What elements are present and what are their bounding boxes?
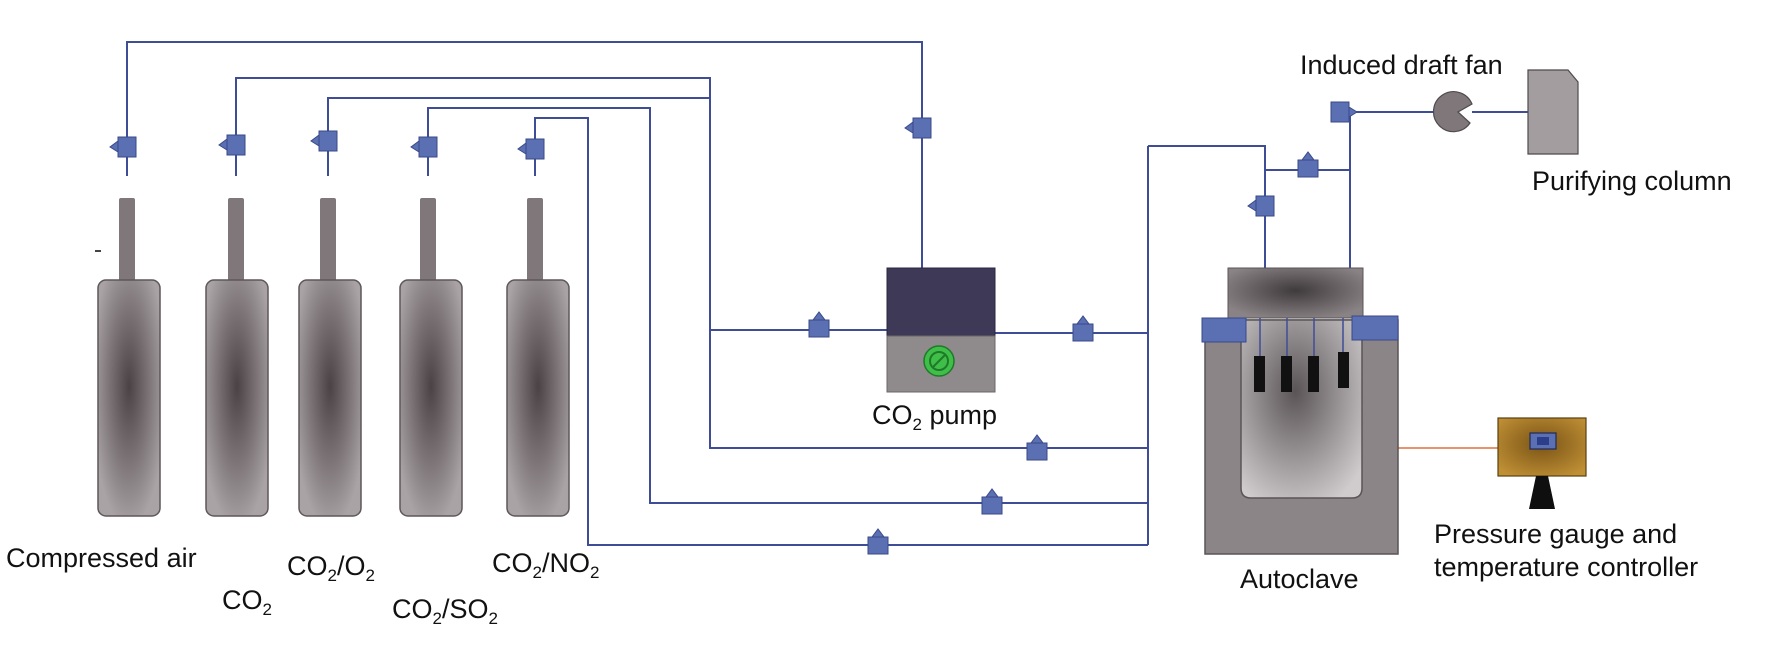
valve-fan-inlet [1330,101,1358,123]
cylinder-co2-o2 [298,198,362,517]
valve-co2-so2-line [981,488,1003,515]
label-co2-o2: CO2/O2 [287,551,375,585]
valve-co2-so2 [410,136,438,158]
co2-pump [886,267,996,393]
valve-co2-no2-line [867,528,889,555]
label-co2-no2: CO2/NO2 [492,548,600,582]
valve-autoclave-inlet [1247,195,1275,217]
purifying-column [1527,69,1579,155]
valve-compressed-air [109,136,137,158]
valve-co2-no2 [517,138,545,160]
valve-pump-outlet [1072,315,1094,342]
label-purifying-column: Purifying column [1532,166,1732,196]
pressure-gauge-controller [1497,417,1587,509]
label-autoclave: Autoclave [1240,564,1359,594]
label-co2: CO2 [222,585,272,619]
heating-elements [1254,352,1349,392]
label-pressure-gauge-line1: Pressure gauge and [1434,519,1678,549]
stray-mark [95,250,101,252]
cylinder-compressed-air [97,198,161,517]
label-compressed-air: Compressed air [6,543,197,573]
autoclave [1201,267,1399,555]
label-pressure-gauge-line2: temperature controller [1434,552,1699,582]
valve-co2-o2 [310,130,338,152]
valve-autoclave-bypass [1297,151,1319,178]
cylinder-co2 [205,198,269,517]
label-co2-so2: CO2/SO2 [392,594,498,628]
valve-co2 [218,134,246,156]
pump-indicator-icon [923,345,955,377]
label-induced-draft-fan: Induced draft fan [1300,50,1503,80]
induced-draft-fan [1432,91,1473,133]
valve-pump-inlet [808,311,830,338]
valve-air-pump-inlet [904,117,932,139]
label-co2-pump: CO2 pump [872,400,998,434]
cylinder-co2-no2 [506,198,570,517]
pipe-network [126,41,1528,546]
valve-co2-o2-line [1026,434,1048,461]
cylinder-co2-so2 [399,198,463,517]
